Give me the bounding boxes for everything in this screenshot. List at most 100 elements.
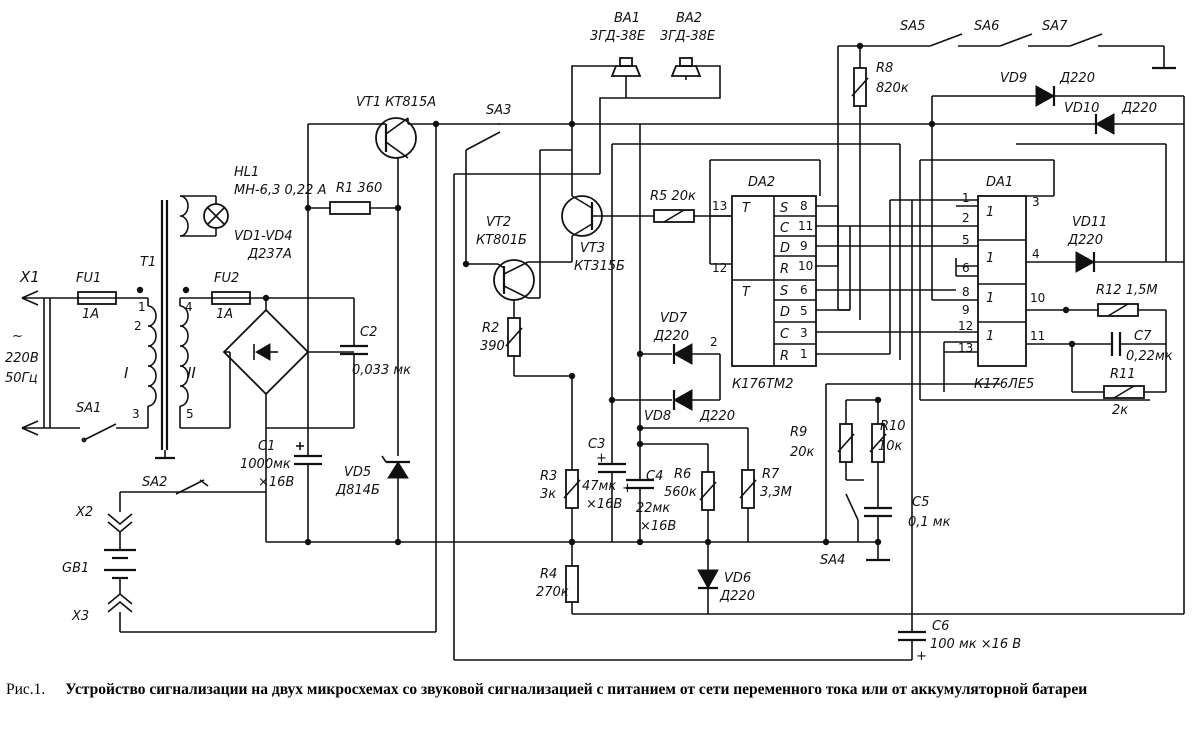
vd9-diode	[931, 85, 1184, 300]
sa4-label: SA4	[820, 553, 845, 568]
vt3-label: VT3	[580, 241, 605, 256]
vd8-diode	[608, 389, 720, 411]
fu1-value: 1A	[82, 307, 99, 322]
gb1-battery	[104, 491, 436, 633]
x3-label: X3	[71, 609, 89, 624]
da1-pin-2: 2	[962, 211, 970, 225]
da2-pin-5: 5	[800, 304, 808, 318]
c7-capacitor	[1068, 332, 1166, 356]
r7-value: 3,3М	[760, 485, 792, 500]
c1-value-1: 1000мк	[240, 457, 291, 472]
t1-winding-ii: II	[187, 364, 196, 382]
r9-value: 20к	[790, 445, 815, 460]
da2-func-d2: D	[780, 305, 790, 320]
da2-func-c2: C	[780, 327, 790, 342]
hl1-label: HL1	[234, 165, 259, 180]
da1-chip	[837, 143, 1167, 401]
caption-number: Рис.1.	[6, 681, 46, 698]
da2-func-s2: S	[780, 284, 788, 299]
speaker-wiring	[571, 65, 721, 174]
r11-label: R11	[1110, 367, 1136, 382]
vd6-diode	[697, 542, 719, 614]
vd8-value: Д220	[699, 409, 735, 424]
t1-winding-i: I	[124, 364, 129, 382]
c3-label: C3	[588, 437, 605, 452]
vt3-value: КТ315Б	[574, 259, 625, 274]
sa6-label: SA6	[974, 19, 999, 34]
da2-func-t2: T	[742, 285, 751, 300]
t1-pin5: 5	[186, 407, 194, 421]
vt1-output-rail	[432, 120, 500, 632]
sa4-group	[825, 383, 1000, 562]
t1-transformer	[136, 195, 230, 460]
gb1-label: GB1	[62, 561, 89, 576]
sa2-switch	[175, 479, 266, 495]
c4-capacitor	[626, 124, 748, 542]
sa5-label: SA5	[900, 19, 925, 34]
r8-value: 820к	[876, 81, 909, 96]
vd9-value: Д220	[1059, 71, 1095, 86]
vd11-label: VD11	[1072, 215, 1107, 230]
caption-text: Устройство сигнализации на двух микросхе…	[65, 681, 1088, 698]
r3-resistor	[563, 376, 581, 542]
da2-pin-10: 10	[798, 259, 813, 273]
c2-capacitor	[266, 298, 368, 429]
c4-value-2: ×16В	[640, 519, 676, 534]
vd6-label: VD6	[724, 571, 751, 586]
fu1-label: FU1	[76, 271, 101, 286]
r7-resistor	[739, 428, 757, 542]
c1-label: C1	[258, 439, 275, 454]
da2-pin-3: 3	[800, 326, 808, 340]
c4-plus: +	[622, 481, 633, 496]
c3-value-2: ×16В	[586, 497, 622, 512]
fu2-fuse	[180, 291, 354, 305]
da2-type: К176ТМ2	[732, 377, 793, 392]
sa1-label: SA1	[76, 401, 101, 416]
sa1-switch	[81, 423, 148, 443]
da1-pin-5: 5	[962, 233, 970, 247]
r11-value: 2к	[1112, 403, 1128, 418]
da2-label: DA2	[748, 175, 775, 190]
vd1-vd4-label: VD1-VD4	[234, 229, 293, 244]
ba1-value: 3ГД-38Е	[590, 29, 646, 44]
r9-label: R9	[790, 425, 807, 440]
vd9-label: VD9	[1000, 71, 1027, 86]
mains-input	[21, 290, 80, 436]
c3-capacitor	[598, 143, 900, 542]
hl1-lamp	[180, 195, 229, 237]
vd7-value: Д220	[653, 329, 689, 344]
vd7-label: VD7	[660, 311, 688, 326]
c1-value-2: ×16В	[258, 475, 294, 490]
da1-pin-8: 8	[962, 285, 970, 299]
ba2-label: BA2	[676, 11, 702, 26]
c7-label: C7	[1134, 329, 1152, 344]
da1-pin-10: 10	[1030, 291, 1045, 305]
da2-chip	[709, 159, 944, 367]
t1-pin3: 3	[132, 407, 140, 421]
r4-resistor	[565, 538, 912, 615]
supply-rail	[304, 123, 376, 352]
da2-pin-13: 13	[712, 199, 727, 213]
vt2-label: VT2	[486, 215, 511, 230]
vd5-label: VD5	[344, 465, 371, 480]
da1-pin-3: 3	[1032, 195, 1040, 209]
da2-func-s1: S	[780, 201, 788, 216]
da1-pin-9: 9	[962, 303, 970, 317]
c3-value-1: 47мк	[582, 479, 616, 494]
mains-tilde: ~	[12, 329, 23, 344]
vt3-transistor	[539, 120, 640, 298]
r10-label: R10	[880, 419, 906, 434]
x2-label: X2	[75, 505, 93, 520]
c6-value: 100 мк ×16 В	[930, 637, 1021, 652]
mains-voltage: 220В	[5, 351, 39, 366]
r8-label: R8	[876, 61, 893, 76]
da1-type: К176ЛЕ5	[974, 377, 1034, 392]
da2-pin-11: 11	[798, 219, 813, 233]
c3-plus: +	[596, 451, 607, 466]
c4-value-1: 22мк	[636, 501, 670, 516]
da1-pin-12: 12	[958, 319, 973, 333]
r4-label: R4	[540, 567, 557, 582]
c7-value: 0,22мк	[1126, 349, 1173, 364]
r6-resistor	[636, 440, 717, 542]
vd7-diode	[636, 343, 720, 365]
